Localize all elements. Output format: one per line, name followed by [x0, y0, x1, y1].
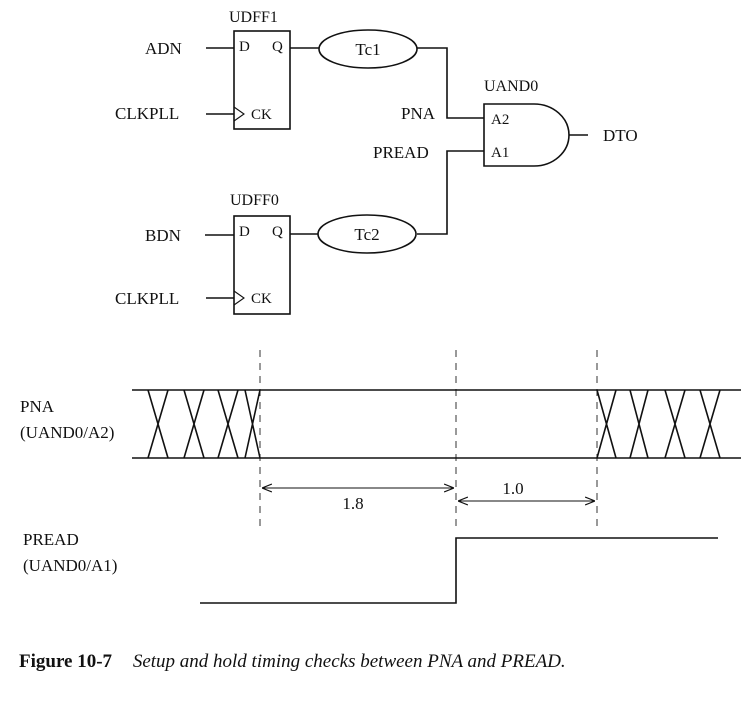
figure-number: Figure 10-7 — [19, 651, 113, 672]
uand0-pin-a1: A1 — [491, 145, 509, 161]
uand0-body — [483, 103, 570, 167]
udff1-pin-ck: CK — [251, 107, 272, 123]
figure-caption: Figure 10-7 Setup and hold timing checks… — [0, 651, 756, 673]
net-dto-label: DTO — [603, 126, 638, 145]
pread-label: PREAD — [23, 530, 79, 549]
input-adn-label: ADN — [145, 39, 182, 58]
udff0-clock-triangle — [233, 290, 245, 306]
udff0-pin-d: D — [239, 224, 250, 240]
udff1-name: UDFF1 — [229, 9, 278, 26]
net-pna-label: PNA — [401, 104, 436, 123]
delay-tc2 — [317, 214, 417, 254]
net-pread-label: PREAD — [373, 143, 429, 162]
udff1-box — [233, 30, 291, 130]
udff0-pin-q: Q — [272, 224, 283, 240]
uand0-pin-a2: A2 — [491, 112, 509, 128]
pna-unstable-region-left — [147, 389, 261, 459]
udff0-pin-ck: CK — [251, 291, 272, 307]
udff0-box — [233, 215, 291, 315]
pread-waveform — [200, 537, 718, 604]
delay-tc1-label: Tc1 — [355, 40, 380, 59]
input-bdn-label: BDN — [145, 226, 181, 245]
udff0-name: UDFF0 — [230, 192, 279, 209]
setup-value-label: 1.8 — [342, 494, 363, 513]
and-gate-uand0: UAND0 A2 A1 — [483, 78, 570, 167]
input-clkpll-top-label: CLKPLL — [115, 104, 179, 123]
input-clkpll-bottom-label: CLKPLL — [115, 289, 179, 308]
pread-sublabel: (UAND0/A1) — [23, 556, 117, 575]
pna-sublabel: (UAND0/A2) — [20, 423, 114, 442]
uand0-name: UAND0 — [484, 78, 538, 95]
delay-tc1 — [318, 29, 418, 69]
hold-value-label: 1.0 — [502, 479, 523, 498]
wire-pread — [417, 150, 484, 235]
delay-tc2-label: Tc2 — [354, 225, 379, 244]
figure-title: Setup and hold timing checks between PNA… — [132, 651, 566, 672]
flipflop-udff1: UDFF1 D Q CK — [229, 9, 291, 130]
pna-unstable-region-right — [596, 389, 721, 459]
udff1-clock-triangle — [233, 106, 245, 122]
flipflop-udff0: UDFF0 D Q CK — [230, 192, 291, 315]
udff1-pin-d: D — [239, 39, 250, 55]
udff1-pin-q: Q — [272, 39, 283, 55]
pna-label: PNA — [20, 397, 55, 416]
wire-pna — [417, 47, 484, 119]
